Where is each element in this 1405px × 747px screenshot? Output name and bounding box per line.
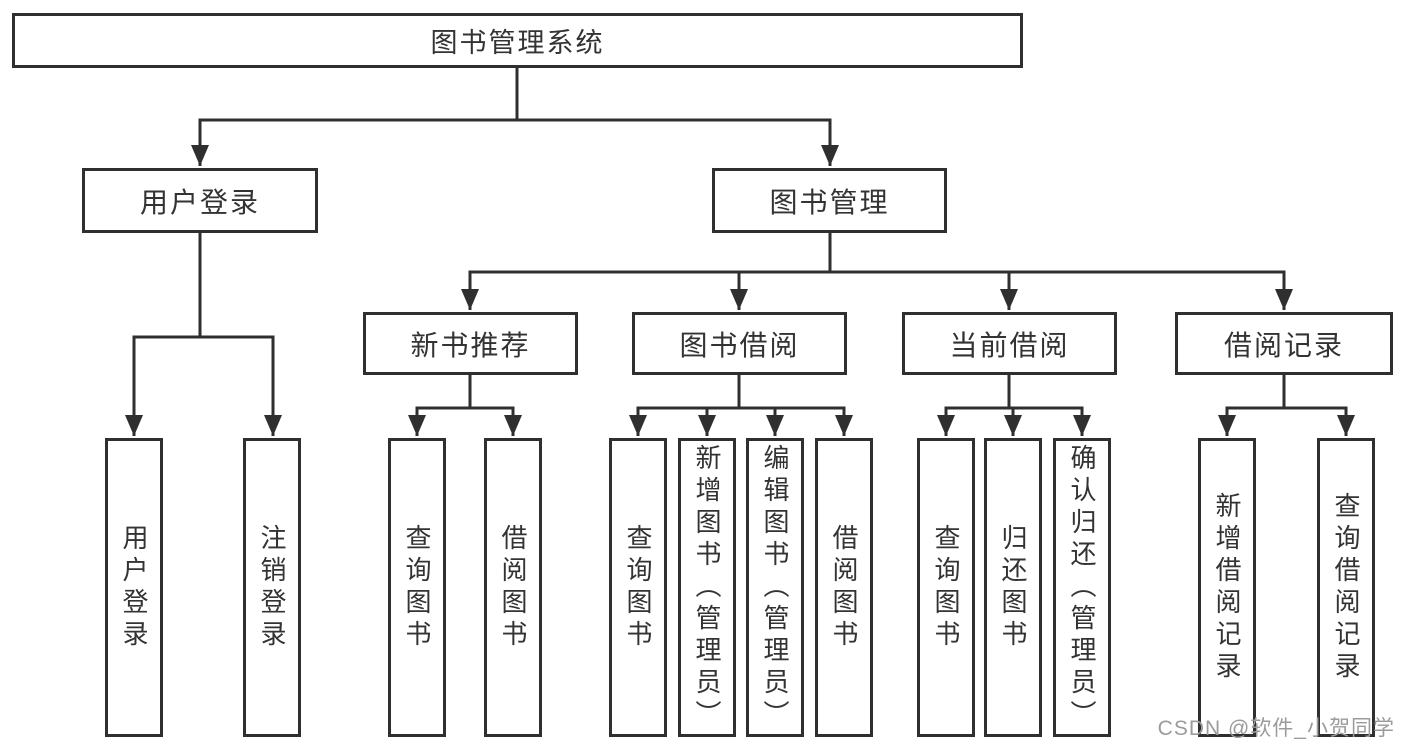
node-new-book-recommendation: 新书推荐 [363, 312, 578, 375]
node-library-management-system: 图书管理系统 [12, 13, 1023, 68]
node-current-borrowing: 当前借阅 [902, 312, 1117, 375]
node-user-login: 用户登录 [82, 168, 318, 233]
leaf-add-borrow-record: 新增借阅记录 [1198, 438, 1256, 737]
leaf-add-book-admin: 新增图书（管理员） [678, 438, 736, 737]
leaf-query-books-2: 查询图书 [609, 438, 667, 737]
leaf-logout: 注销登录 [243, 438, 301, 737]
node-book-management: 图书管理 [712, 168, 947, 233]
leaf-query-books: 查询图书 [388, 438, 446, 737]
node-borrowing-records: 借阅记录 [1175, 312, 1393, 375]
leaf-confirm-return-admin: 确认归还（管理员） [1053, 438, 1111, 737]
leaf-borrow-books: 借阅图书 [484, 438, 542, 737]
leaf-user-login: 用户登录 [105, 438, 163, 737]
leaf-borrow-books-2: 借阅图书 [815, 438, 873, 737]
node-book-borrowing: 图书借阅 [632, 312, 847, 375]
leaf-edit-book-admin: 编辑图书（管理员） [746, 438, 804, 737]
watermark: CSDN @软件_小贺同学 [1157, 717, 1395, 740]
leaf-query-borrow-record: 查询借阅记录 [1317, 438, 1375, 737]
leaf-return-book: 归还图书 [984, 438, 1042, 737]
leaf-query-books-3: 查询图书 [917, 438, 975, 737]
